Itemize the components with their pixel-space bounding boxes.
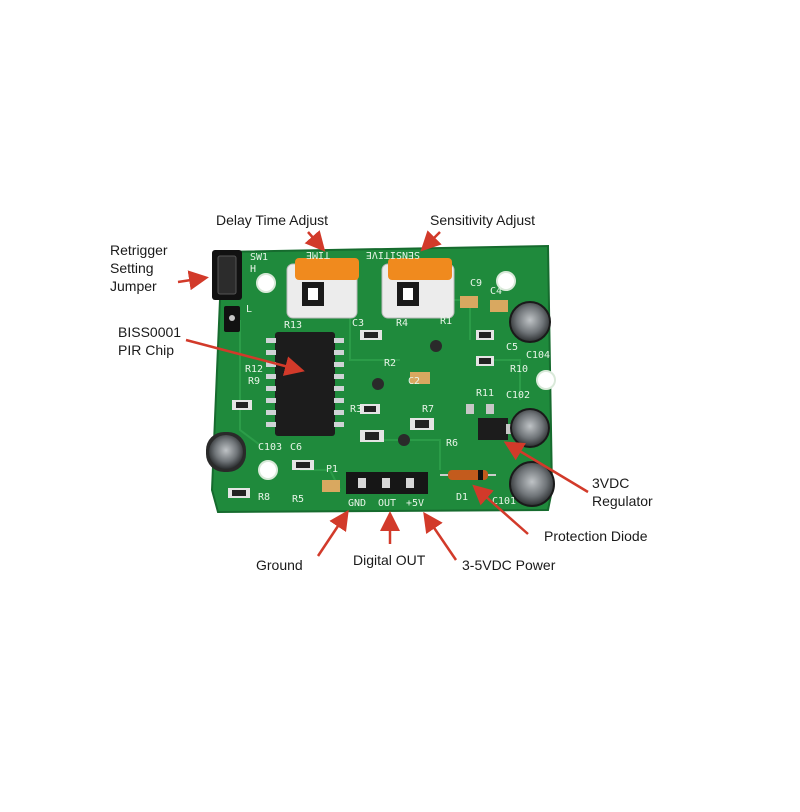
silk-plus5v: +5V: [406, 498, 424, 509]
label-retrigger-line1: Retrigger: [110, 242, 168, 258]
label-regulator-line1: 3VDC: [592, 475, 630, 491]
silk-d1: D1: [456, 492, 468, 503]
silk-c103: C103: [258, 442, 282, 453]
silk-r1: R1: [440, 316, 452, 327]
capacitor-c101: [509, 461, 555, 507]
label-retrigger-line3: Jumper: [110, 278, 157, 294]
arrow-regulator: [503, 441, 589, 494]
header-pins: [346, 472, 428, 494]
regulator-component: [466, 404, 514, 440]
label-regulator-line2: Regulator: [592, 493, 653, 509]
mounting-hole-mid-right: [536, 370, 556, 390]
silk-c6: C6: [290, 442, 302, 453]
label-protection-diode: Protection Diode: [544, 528, 648, 544]
silk-c4: C4: [490, 286, 502, 297]
capacitor-c103: [206, 432, 246, 472]
silk-h: H: [250, 264, 256, 275]
silk-r12: R12: [245, 364, 263, 375]
mounting-hole-bottom-left: [258, 460, 278, 480]
silk-r3: R3: [350, 404, 362, 415]
capacitor-c104: [509, 301, 551, 343]
silk-out: OUT: [378, 498, 396, 509]
biss0001-chip: [266, 332, 344, 436]
delay-time-potentiometer: [286, 258, 359, 319]
protection-diode: [440, 470, 496, 480]
capacitor-c102: [510, 408, 550, 448]
silk-c101: C101: [492, 496, 516, 507]
arrow-ground: [316, 509, 349, 557]
silkscreen-labels: SW1 H L TIME SENSITIVE R13 C3 R4 R1 C9 C…: [245, 249, 550, 509]
silk-r10: R10: [510, 364, 528, 375]
arrow-power: [423, 511, 458, 561]
arrow-sensitivity: [420, 230, 442, 252]
arrow-retrigger: [177, 270, 209, 291]
silk-time: TIME: [306, 249, 330, 260]
silk-r9: R9: [248, 376, 260, 387]
label-ground: Ground: [256, 557, 303, 573]
label-retrigger-line2: Setting: [110, 260, 154, 276]
callout-arrows: [177, 230, 589, 561]
silk-r2: R2: [384, 358, 396, 369]
silk-c9: C9: [470, 278, 482, 289]
label-chip-line1: BISS0001: [118, 324, 182, 340]
mounting-hole-top-right: [496, 271, 516, 291]
silk-r7: R7: [422, 404, 434, 415]
silk-r13: R13: [284, 320, 302, 331]
silk-c3: C3: [352, 318, 364, 329]
silk-c2: C2: [408, 376, 420, 387]
arrow-diode: [472, 484, 529, 535]
silk-p1: P1: [326, 464, 338, 475]
silk-c104: C104: [526, 350, 550, 361]
sensitivity-potentiometer: [381, 258, 455, 319]
smd-components: [228, 296, 508, 498]
silk-sensitive: SENSITIVE: [366, 249, 420, 260]
retrigger-jumper: [212, 250, 242, 332]
label-delay-time-adjust: Delay Time Adjust: [216, 212, 329, 228]
mounting-hole-top-left: [256, 273, 276, 293]
label-sensitivity-adjust: Sensitivity Adjust: [430, 212, 536, 228]
silk-r4: R4: [396, 318, 408, 329]
silk-gnd: GND: [348, 498, 366, 509]
silk-r5: R5: [292, 494, 304, 505]
silk-l: L: [246, 304, 252, 315]
label-chip-line2: PIR Chip: [118, 342, 175, 358]
arrow-delay: [304, 230, 326, 252]
silk-c102: C102: [506, 390, 530, 401]
silk-r8: R8: [258, 492, 270, 503]
silk-c5: C5: [506, 342, 518, 353]
arrow-chip: [185, 338, 305, 376]
label-digital-out: Digital OUT: [353, 552, 426, 568]
silk-r6: R6: [446, 438, 458, 449]
silk-r11: R11: [476, 388, 494, 399]
label-power: 3-5VDC Power: [462, 557, 556, 573]
silk-sw1: SW1: [250, 252, 268, 263]
